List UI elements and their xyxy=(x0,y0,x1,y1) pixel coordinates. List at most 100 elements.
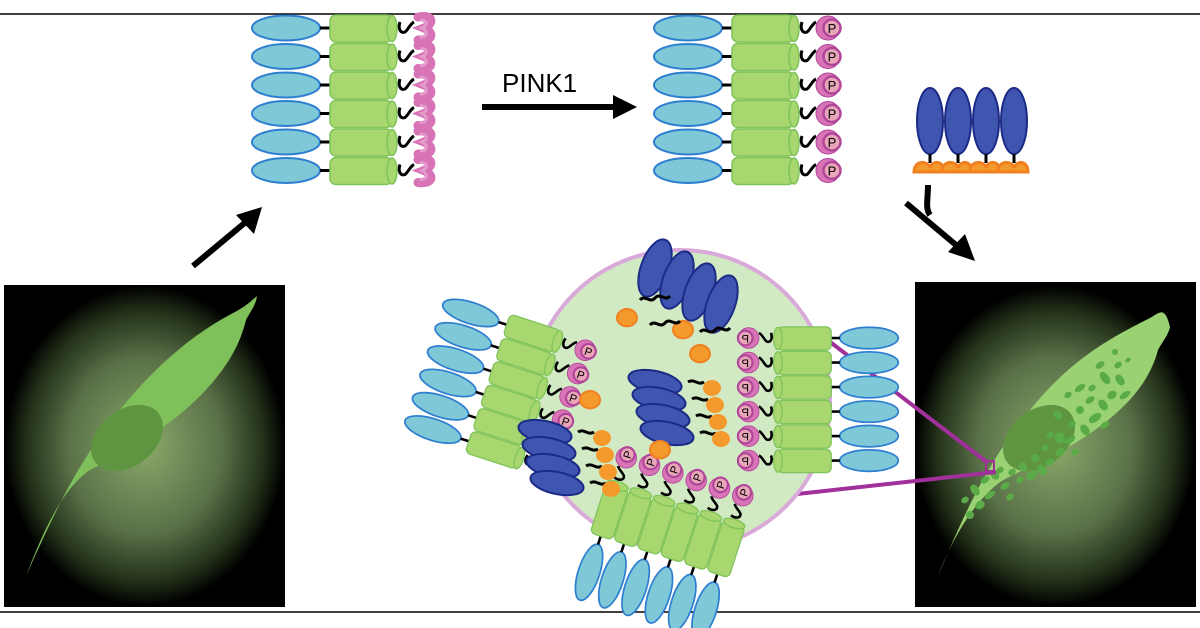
phospho-label: P xyxy=(828,21,837,36)
cylinder-domain xyxy=(731,14,795,43)
mitochondrion xyxy=(1099,371,1111,385)
phospho-label: P xyxy=(645,457,659,468)
mitochondrion xyxy=(1119,390,1131,400)
mitochondrion xyxy=(1080,424,1090,436)
phospho-label: P xyxy=(668,465,682,476)
ubl-domain xyxy=(653,43,723,70)
cylinder-domain xyxy=(777,350,832,376)
mitochondrion xyxy=(1085,396,1095,404)
orange-domain xyxy=(996,161,1030,174)
parkin-complex xyxy=(517,418,620,497)
cylinder-domain xyxy=(329,14,393,43)
phospho-label: P xyxy=(715,480,729,491)
ubl-domain xyxy=(653,100,723,127)
tail xyxy=(758,405,773,417)
mitochondrion xyxy=(1064,391,1072,399)
phospho-label: P xyxy=(575,369,586,383)
ubl-domain xyxy=(667,573,697,628)
tail xyxy=(758,331,773,344)
linker xyxy=(695,413,713,419)
phospho-label: P xyxy=(741,407,748,419)
mitochondrion xyxy=(1041,444,1049,452)
ubl-domain xyxy=(251,14,321,42)
mitochondrion xyxy=(1115,374,1125,386)
orange-domain xyxy=(912,161,946,174)
mitochondrion xyxy=(1016,476,1024,484)
orange-domain xyxy=(593,430,611,446)
tail xyxy=(758,380,773,393)
cylinder-domain xyxy=(777,448,832,474)
phospho-label: P xyxy=(583,346,594,360)
mitochondrion xyxy=(1098,399,1108,411)
mitochondrion xyxy=(1125,357,1131,363)
cylinder-domain xyxy=(777,375,832,400)
parkin-domain xyxy=(1000,87,1028,155)
phospho-label: P xyxy=(568,392,579,406)
mitochondrion xyxy=(1112,348,1118,355)
parkin-domain xyxy=(529,469,585,497)
phospho-label: P xyxy=(828,107,837,122)
phospho-label: P xyxy=(738,487,752,498)
nucleus xyxy=(91,404,163,472)
tail xyxy=(397,163,415,177)
linker xyxy=(643,551,649,561)
tail xyxy=(799,20,817,34)
tail xyxy=(799,134,817,148)
tail xyxy=(562,337,578,350)
ubl-domain xyxy=(838,448,900,473)
linker xyxy=(687,379,705,385)
tail xyxy=(660,480,672,497)
ubl-domain xyxy=(251,71,321,99)
mitochondria-puncta xyxy=(961,348,1131,519)
phospho-label: P xyxy=(560,416,571,430)
mitochondrion xyxy=(1074,383,1086,393)
zoom-line-bottom xyxy=(769,470,997,499)
ubl-domain xyxy=(838,350,900,375)
pink1-arrow xyxy=(482,95,637,119)
linker xyxy=(490,344,500,350)
mitochondrion xyxy=(1068,420,1076,428)
mitochondrion xyxy=(1000,482,1010,490)
orange-domain xyxy=(599,464,617,480)
linker xyxy=(581,446,599,452)
orange-domain xyxy=(648,440,672,460)
phospho-label: P xyxy=(828,50,837,65)
tail xyxy=(397,20,415,34)
ubl-domain xyxy=(653,128,723,156)
phospho-label: P xyxy=(692,472,706,483)
tail xyxy=(758,429,773,442)
orange-domain xyxy=(688,344,712,364)
cylinder-domain xyxy=(329,128,393,157)
parkin-domain xyxy=(916,87,944,155)
mitochondrion xyxy=(961,496,969,504)
ubl-domain xyxy=(653,157,723,184)
tail xyxy=(799,106,817,120)
mitochondrion xyxy=(1076,406,1084,414)
tail xyxy=(648,319,682,327)
phospho-label: P xyxy=(828,164,837,179)
tail xyxy=(799,49,817,63)
cylinder-domain xyxy=(731,128,795,157)
cylinder-domain xyxy=(777,399,832,425)
phospho-label: P xyxy=(828,135,837,150)
mitochondrion xyxy=(1100,421,1110,429)
phospho-label: P xyxy=(741,382,748,394)
mitochondrion xyxy=(1008,468,1016,476)
cylinder-domain xyxy=(329,42,393,72)
orange-domain xyxy=(578,390,602,410)
mitochondrion xyxy=(1031,453,1039,462)
cylinder-domain xyxy=(731,156,795,186)
orange-domain xyxy=(596,447,614,463)
phospho-label: P xyxy=(741,456,748,468)
mitochondrion xyxy=(1114,361,1122,369)
parkin-complex xyxy=(912,87,1030,174)
healthy-cell-panel xyxy=(4,285,285,607)
tail xyxy=(397,106,415,120)
mitochondrion xyxy=(1046,431,1054,439)
phospho-label: P xyxy=(741,358,748,370)
tail xyxy=(636,473,649,489)
ubl-domain xyxy=(251,100,321,127)
tail xyxy=(698,326,732,334)
